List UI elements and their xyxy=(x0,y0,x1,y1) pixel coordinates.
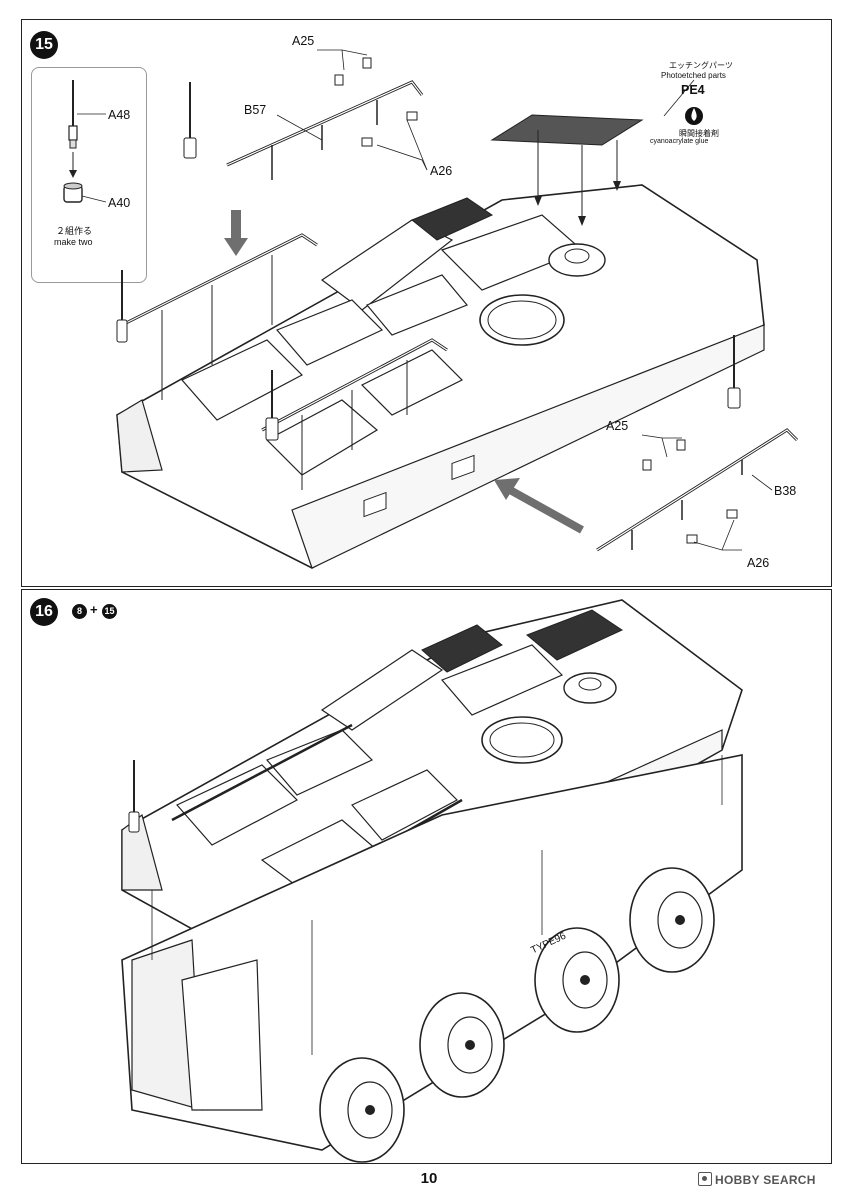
plus-sign: + xyxy=(90,602,98,617)
part-label-a48: A48 xyxy=(108,108,131,122)
label-a25-top: A25 xyxy=(292,34,315,48)
inset-note-jp: ２組作る xyxy=(56,226,93,236)
step-15-badge: 15 xyxy=(30,31,58,59)
inset-note-en: make two xyxy=(54,237,93,247)
photoetch-title-en: Photoetched parts xyxy=(661,71,726,80)
step-15-panel: 15 A48 A40 ２組作る make two xyxy=(21,19,832,587)
photoetch-title-jp: エッチングパーツ xyxy=(669,61,733,70)
step-15-hull-drawing xyxy=(116,49,799,569)
step-16-final-assembly-drawing xyxy=(121,599,743,1163)
hobby-search-logo-icon xyxy=(698,1172,712,1186)
label-b57: B57 xyxy=(244,103,267,117)
part-label-a40: A40 xyxy=(108,196,131,210)
step-16-panel: 16 8 + 15 xyxy=(21,589,832,1164)
glue-label-jp: 瞬間接着剤 xyxy=(679,129,719,138)
antenna-sub-assembly-drawing xyxy=(63,80,107,203)
watermark: HOBBY SEARCH xyxy=(698,1172,816,1187)
inset-antenna-assembly: A48 A40 ２組作る make two xyxy=(31,67,147,283)
watermark-text: HOBBY SEARCH xyxy=(715,1173,816,1187)
label-b38: B38 xyxy=(774,484,797,498)
page-number: 10 xyxy=(420,1170,438,1187)
ref-step-8-badge: 8 xyxy=(72,604,87,619)
label-a26-right: A26 xyxy=(747,556,770,570)
part-label-pe4: PE4 xyxy=(681,83,705,97)
step-16-badge: 16 xyxy=(30,598,58,626)
label-a25-right: A25 xyxy=(606,419,629,433)
label-a26-top: A26 xyxy=(430,164,453,178)
ref-step-15-badge: 15 xyxy=(102,604,117,619)
glue-label-en: cyanoacrylate glue xyxy=(650,138,709,145)
